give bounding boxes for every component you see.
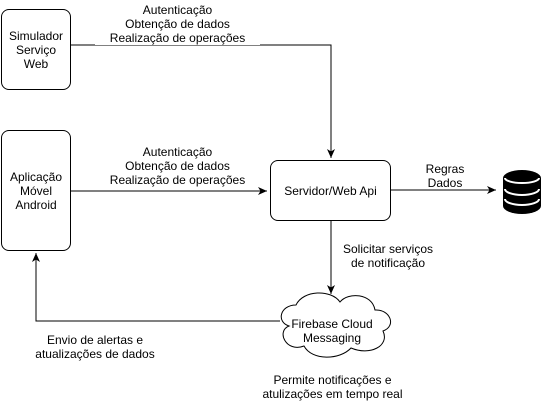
node-simulator-line-1: Simulador	[8, 28, 64, 43]
edge-label-line: atualizações de dados	[35, 347, 155, 361]
node-simulator-line-2: Serviço	[15, 42, 56, 57]
edge-label-server-to-database: Regras Dados	[415, 162, 475, 190]
node-android-app: Aplicação Móvel Android	[1, 130, 71, 251]
node-firebase-label: Firebase Cloud Messaging	[276, 317, 388, 345]
node-simulator-line-3: Web	[23, 56, 49, 71]
edge-label-line: de notificação	[350, 256, 426, 270]
database-icon	[503, 170, 541, 214]
firebase-note: Permite notificações e atulizações em te…	[255, 373, 410, 401]
edge-label-line: Realização de operações	[109, 173, 246, 187]
node-server-label: Servidor/Web Api	[284, 183, 377, 198]
edge-label-line: Realização de operações	[109, 31, 246, 45]
node-simulator: Simulador Serviço Web	[1, 9, 71, 90]
edge-firebase-to-android	[32, 253, 280, 322]
edge-label-firebase-to-android: Envio de alertas e atualizações de dados	[25, 333, 165, 361]
edge-label-simulator-to-server: Autenticação Obtenção de dados Realizaçã…	[95, 3, 260, 45]
edge-label-line: Envio de alertas e	[46, 333, 144, 347]
edge-label-line: Regras	[425, 162, 465, 176]
edge-label-line: Solicitar serviços	[342, 242, 434, 256]
node-firebase-line-1: Firebase Cloud	[291, 317, 373, 331]
edge-label-line: Autenticação	[142, 3, 213, 17]
edge-simulator-to-server	[71, 44, 335, 158]
node-server: Servidor/Web Api	[270, 160, 391, 221]
firebase-note-line: atulizações em tempo real	[262, 387, 403, 401]
node-android-app-line-2: Móvel	[19, 183, 52, 198]
firebase-note-line: Permite notificações e	[273, 373, 392, 387]
firebase-cloud-shape	[280, 292, 392, 358]
node-android-app-line-1: Aplicação	[9, 169, 63, 184]
edge-label-android-to-server: Autenticação Obtenção de dados Realizaçã…	[95, 145, 260, 187]
node-firebase-line-2: Messaging	[302, 331, 362, 345]
edge-label-server-to-firebase: Solicitar serviços de notificação	[333, 242, 443, 270]
edge-label-line: Autenticação	[142, 145, 213, 159]
node-android-app-line-3: Android	[15, 197, 57, 212]
edge-label-line: Obtenção de dados	[125, 159, 230, 173]
edge-label-line: Obtenção de dados	[125, 17, 230, 31]
edge-label-line: Dados	[427, 176, 463, 190]
